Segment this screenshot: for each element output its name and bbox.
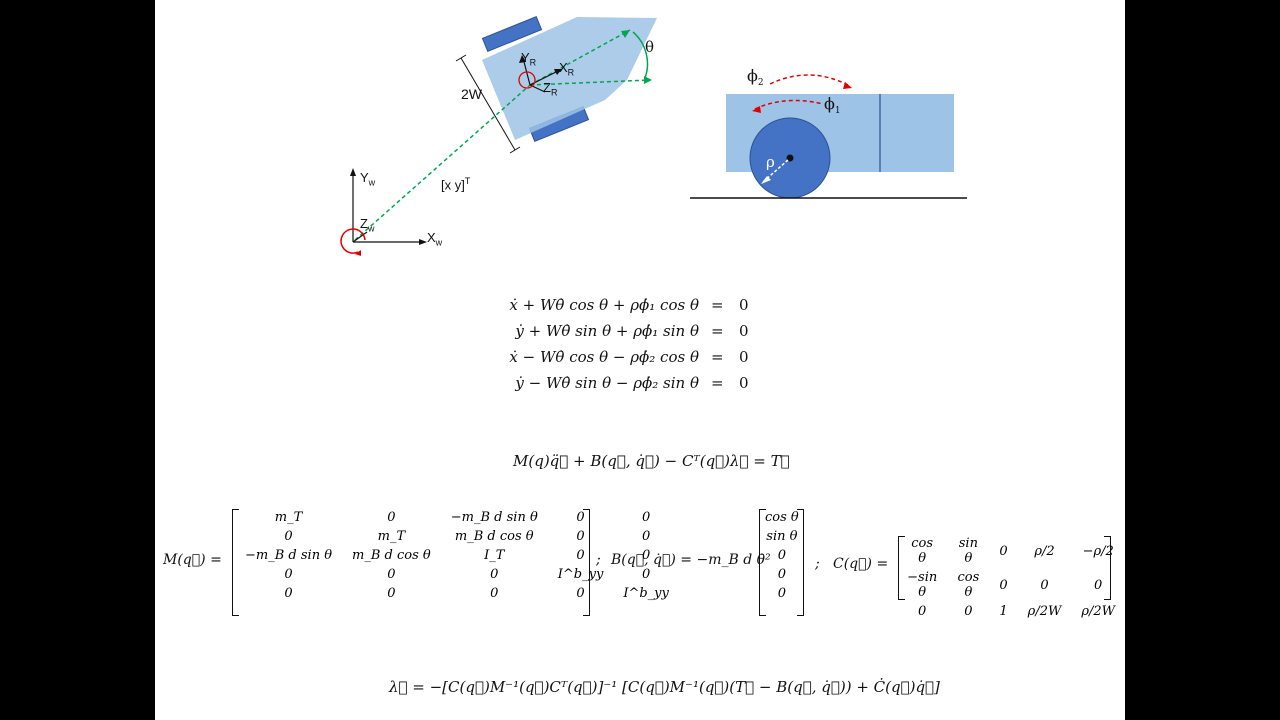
constraint-row: ẋ − Wθ̇ cos θ − ρϕ̇₂ cos θ (509, 348, 699, 366)
robot-body (482, 17, 657, 140)
equals-sign: = (711, 322, 724, 340)
robot-top-view-diagram (340, 15, 657, 256)
m-left-bracket (232, 509, 239, 616)
constraint-row: ẏ + Wθ̇ sin θ + ρϕ̇₁ sin θ (515, 322, 699, 340)
m-matrix-label: M(q⃗) = (163, 552, 222, 568)
c-left-bracket (898, 536, 905, 600)
separator: ; (815, 556, 820, 572)
b-vector: cos θ sin θ 0 0 0 (765, 510, 799, 601)
equals-sign: = (711, 374, 724, 392)
c-right-bracket (1104, 536, 1111, 600)
b-left-bracket (759, 509, 766, 616)
b-matrix-label: B(q⃗, q̇⃗) = −m_B d θ̇² (611, 552, 771, 568)
z-world-label: Zw (360, 216, 375, 234)
phi2-label: ϕ2 (747, 66, 764, 89)
constraint-row: ẏ − Wθ̇ sin θ − ρϕ̇₂ sin θ (515, 374, 699, 392)
position-label: [x y]T (441, 176, 471, 193)
rhs-value: 0 (739, 296, 749, 314)
y-world-label: Yw (360, 170, 376, 188)
equals-sign: = (711, 348, 724, 366)
c-matrix-label: C(q⃗) = (833, 556, 889, 572)
phi1-label: ϕ1 (824, 94, 841, 117)
m-right-bracket (583, 509, 590, 616)
dynamics-equation: M(q)q̈⃗ + B(q⃗, q̇⃗) − Cᵀ(q⃗)λ⃗ = T⃗ (513, 452, 790, 470)
y-robot-label: YR (521, 50, 537, 68)
width-label: 2W (461, 86, 482, 102)
lambda-equation: λ⃗ = −[C(q⃗)M⁻¹(q⃗)Cᵀ(q⃗)]⁻¹ [C(q⃗)M⁻¹(q… (389, 678, 940, 696)
slide: 2W θ YR XR ZR [x y]T Yw Xw Zw ϕ2 ϕ1 ρ ẋ … (155, 0, 1125, 720)
b-right-bracket (797, 509, 804, 616)
equals-sign: = (711, 296, 724, 314)
rhs-value: 0 (739, 348, 749, 366)
rhs-value: 0 (739, 374, 749, 392)
separator: ; (596, 552, 601, 568)
theta-label: θ (645, 38, 655, 56)
x-world-label: Xw (427, 230, 443, 248)
wheel-side-view-diagram (690, 74, 967, 199)
constraint-row: ẋ + Wθ̇ cos θ + ρϕ̇₁ cos θ (509, 296, 699, 314)
rho-label: ρ (766, 153, 775, 171)
z-robot-label: ZR (543, 80, 558, 98)
rhs-value: 0 (739, 322, 749, 340)
upper-wheel (481, 15, 543, 53)
x-robot-label: XR (559, 60, 575, 78)
